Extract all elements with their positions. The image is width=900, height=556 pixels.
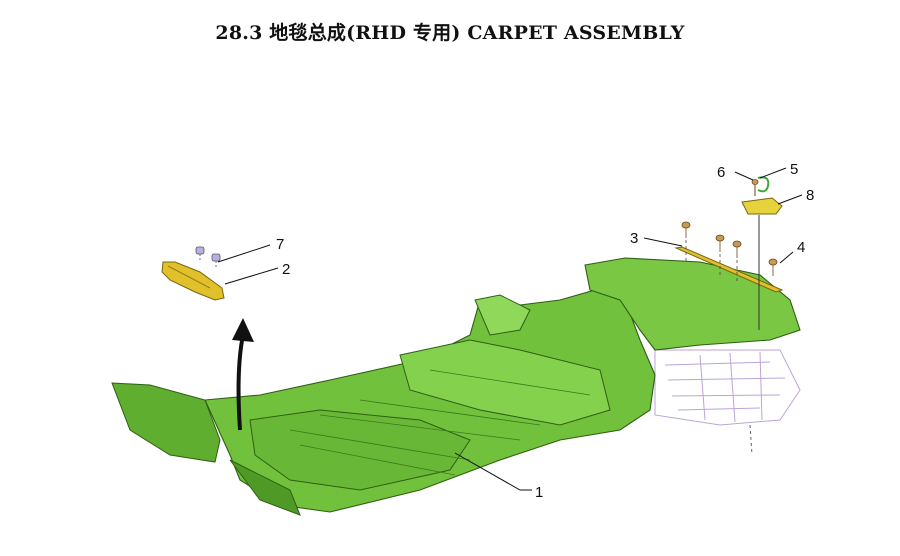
page-title: 28.3 地毯总成(RHD 专用) CARPET ASSEMBLY bbox=[215, 22, 685, 44]
detail-arrow bbox=[232, 318, 254, 431]
callout-5: 5 bbox=[790, 161, 798, 178]
screw-part-6 bbox=[751, 179, 760, 330]
carpet-main bbox=[111, 257, 801, 516]
callout-7: 7 bbox=[276, 236, 284, 253]
callout-2: 2 bbox=[282, 261, 290, 278]
callout-4: 4 bbox=[797, 239, 805, 256]
body-outline-ghost bbox=[654, 349, 801, 456]
callout-8: 8 bbox=[806, 187, 814, 204]
callout-3: 3 bbox=[630, 230, 638, 247]
bracket-part-8 bbox=[741, 197, 783, 215]
hook-part-5 bbox=[757, 176, 770, 193]
clip-part-7 bbox=[195, 246, 221, 268]
callout-6: 6 bbox=[717, 164, 725, 181]
screws-part-4 bbox=[681, 221, 778, 282]
leader-lines bbox=[217, 167, 803, 491]
bracket-part-2 bbox=[161, 261, 225, 301]
trim-strip-part-3 bbox=[674, 246, 784, 293]
callout-1: 1 bbox=[535, 484, 543, 501]
